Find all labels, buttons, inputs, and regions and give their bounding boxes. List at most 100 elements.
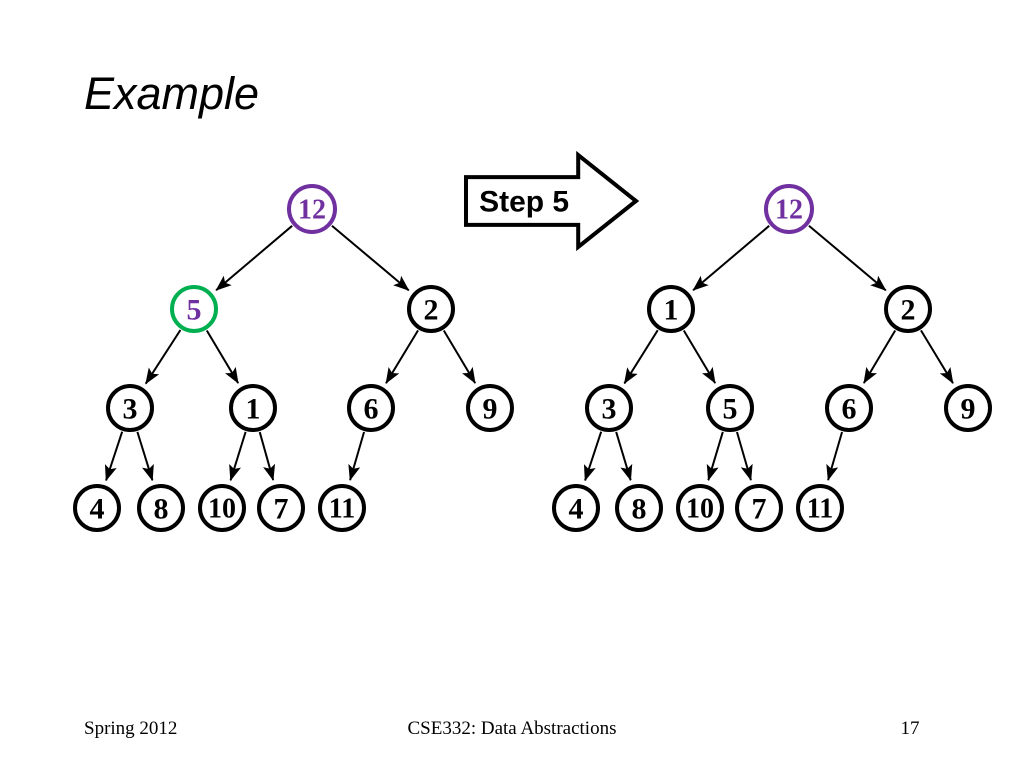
tree-node: 9 xyxy=(944,384,992,432)
tree-node-label: 8 xyxy=(154,493,169,526)
tree-edge xyxy=(682,329,717,384)
page-title: Example xyxy=(84,68,260,119)
tree-node-label: 1 xyxy=(246,393,261,426)
tree-node: 12 xyxy=(764,184,814,234)
tree-node: 8 xyxy=(615,484,663,532)
tree-node-label: 6 xyxy=(364,393,379,426)
heap-after-edges xyxy=(583,224,954,482)
tree-node: 1 xyxy=(647,285,695,333)
tree-node-circle xyxy=(764,184,814,234)
tree-node-circle xyxy=(735,484,783,532)
tree-node: 6 xyxy=(347,384,395,432)
tree-node-label: 5 xyxy=(723,393,738,426)
tree-node: 2 xyxy=(884,285,932,333)
footer-course: CSE332: Data Abstractions xyxy=(407,718,617,739)
footer-page-number: 17 xyxy=(900,718,920,739)
tree-edge xyxy=(331,224,410,292)
tree-node: 4 xyxy=(552,484,600,532)
step-banner: Step 5 xyxy=(464,150,640,252)
tree-node-label: 3 xyxy=(602,393,617,426)
tree-node: 7 xyxy=(735,484,783,532)
tree-node-circle xyxy=(257,484,305,532)
tree-node-circle xyxy=(676,484,724,532)
tree-node: 11 xyxy=(318,484,366,532)
heap-before-edges xyxy=(104,224,477,482)
tree-edge xyxy=(808,224,887,292)
tree-node-circle xyxy=(407,285,455,333)
tree-node-circle xyxy=(884,285,932,333)
tree-node: 3 xyxy=(106,384,154,432)
footer-term: Spring 2012 xyxy=(84,718,178,739)
tree-node-circle xyxy=(137,484,185,532)
tree-node: 12 xyxy=(287,184,337,234)
tree-node-circle xyxy=(585,384,633,432)
tree-edge xyxy=(348,431,366,481)
tree-node-label: 4 xyxy=(569,493,584,526)
tree-node-label: 7 xyxy=(274,493,289,526)
tree-node-label: 12 xyxy=(298,195,326,226)
tree-node-circle xyxy=(647,285,695,333)
tree-node-label: 2 xyxy=(901,294,916,327)
tree-node: 10 xyxy=(676,484,724,532)
tree-node-circle xyxy=(944,384,992,432)
tree-node-label: 10 xyxy=(208,494,236,525)
right-arrow-banner-icon xyxy=(464,150,640,252)
tree-node-label: 12 xyxy=(775,195,803,226)
tree-edge xyxy=(215,225,293,292)
step-banner-label: Step 5 xyxy=(479,186,569,219)
tree-node: 9 xyxy=(466,384,514,432)
tree-node-circle xyxy=(466,384,514,432)
tree-edge xyxy=(205,329,240,384)
tree-node-circle xyxy=(170,285,218,333)
tree-node-label: 8 xyxy=(632,493,647,526)
tree-node-label: 5 xyxy=(187,294,202,327)
tree-node-circle xyxy=(287,184,337,234)
tree-edge xyxy=(826,431,844,481)
tree-node-circle xyxy=(318,484,366,532)
tree-node-label: 2 xyxy=(424,294,439,327)
tree-edge xyxy=(442,329,477,384)
tree-node-label: 11 xyxy=(329,494,355,525)
tree-node-circle xyxy=(825,384,873,432)
tree-edge xyxy=(735,431,753,481)
tree-node-circle xyxy=(552,484,600,532)
tree-edge xyxy=(692,225,770,292)
heap-before-nodes: 12 5 2 3 1 6 9 4 8 10 7 11 xyxy=(73,184,514,532)
tree-node-label: 3 xyxy=(123,393,138,426)
tree-edge xyxy=(385,329,419,384)
tree-node-circle xyxy=(198,484,246,532)
tree-edge xyxy=(104,431,124,482)
tree-node: 5 xyxy=(170,285,218,333)
tree-node: 6 xyxy=(825,384,873,432)
tree-edge xyxy=(623,329,659,385)
tree-node-circle xyxy=(229,384,277,432)
tree-edge xyxy=(615,431,633,481)
tree-edge xyxy=(583,431,603,482)
tree-node-circle xyxy=(796,484,844,532)
tree-node: 10 xyxy=(198,484,246,532)
tree-edge xyxy=(862,329,897,384)
slide-footer: Spring 2012 CSE332: Data Abstractions 17 xyxy=(0,718,1024,752)
tree-edge xyxy=(144,329,182,385)
tree-node: 2 xyxy=(407,285,455,333)
tree-node-label: 7 xyxy=(752,493,767,526)
tree-node-label: 9 xyxy=(483,393,498,426)
tree-node: 4 xyxy=(73,484,121,532)
tree-node-label: 11 xyxy=(807,494,833,525)
tree-node-label: 1 xyxy=(664,294,679,327)
tree-node: 8 xyxy=(137,484,185,532)
tree-edge xyxy=(706,431,724,481)
tree-edge xyxy=(258,431,276,481)
tree-node: 7 xyxy=(257,484,305,532)
tree-node: 11 xyxy=(796,484,844,532)
tree-node-circle xyxy=(73,484,121,532)
tree-node-label: 6 xyxy=(842,393,857,426)
tree-node: 3 xyxy=(585,384,633,432)
tree-node-label: 10 xyxy=(686,494,714,525)
tree-node-label: 4 xyxy=(90,493,105,526)
tree-node-label: 9 xyxy=(961,393,976,426)
tree-node: 1 xyxy=(229,384,277,432)
tree-node-circle xyxy=(106,384,154,432)
